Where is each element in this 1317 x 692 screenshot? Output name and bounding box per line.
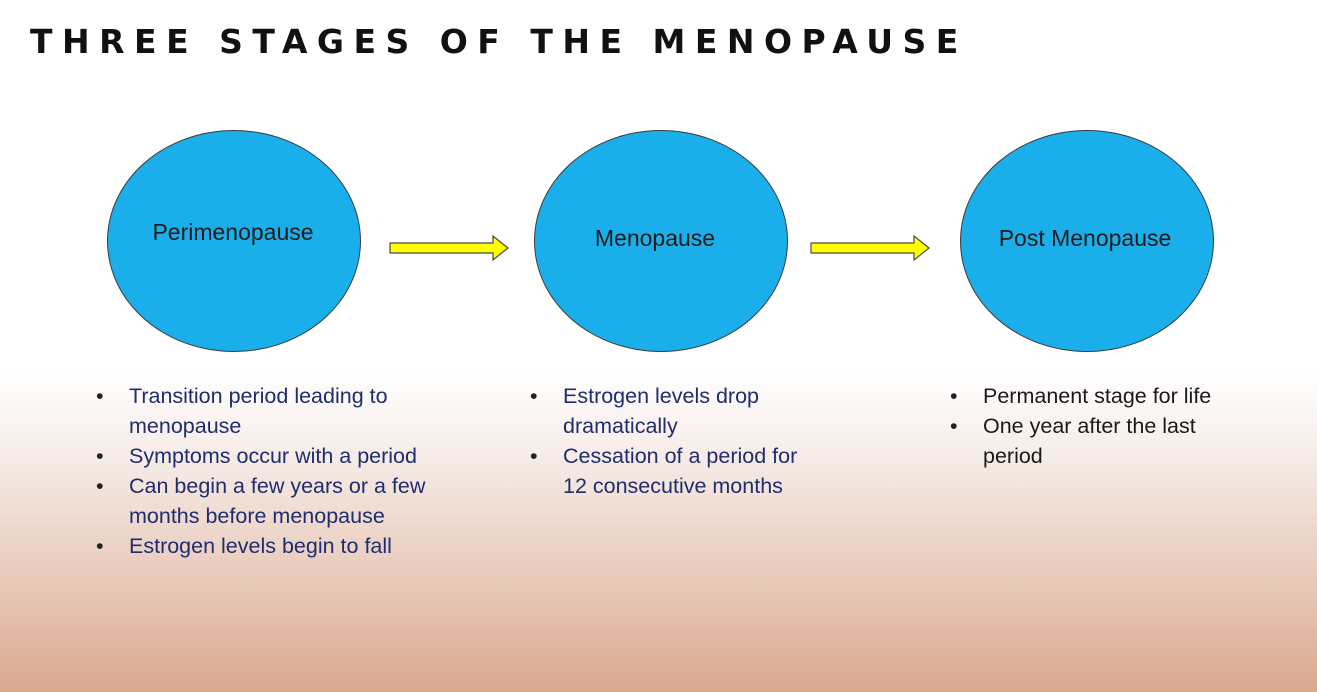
bullet-dot-icon: • — [950, 414, 958, 438]
stage-circle-menopause: Menopause — [534, 130, 788, 352]
bullet-dot-icon: • — [96, 444, 104, 468]
bullet-item: •Estrogen levels begin to fall — [96, 531, 426, 561]
bullet-dot-icon: • — [96, 534, 104, 558]
bullet-dot-icon: • — [530, 444, 538, 468]
bullet-dot-icon: • — [96, 384, 104, 408]
stage-label: Post Menopause — [998, 224, 1172, 251]
bullet-item: •Estrogen levels drop dramatically — [530, 381, 820, 441]
stage-circle-post-menopause: Post Menopause — [960, 130, 1214, 352]
bullet-item: •Can begin a few years or a few months b… — [96, 471, 426, 531]
bullet-item: •Cessation of a period for 12 consecutiv… — [530, 441, 820, 501]
stage-circle-perimenopause: Perimenopause — [107, 130, 361, 352]
bullet-item: •Permanent stage for life — [950, 381, 1250, 411]
stage-label: Perimenopause — [152, 218, 314, 245]
post-menopause-bullet-list: •Permanent stage for life •One year afte… — [950, 381, 1250, 471]
page-title: THREE STAGES OF THE MENOPAUSE — [30, 22, 968, 61]
bullet-dot-icon: • — [530, 384, 538, 408]
perimenopause-bullet-list: •Transition period leading to menopause … — [96, 381, 426, 561]
bullet-dot-icon: • — [96, 474, 104, 498]
stage-label: Menopause — [594, 224, 716, 251]
right-arrow-icon — [810, 234, 930, 262]
bullet-item: •One year after the last period — [950, 411, 1250, 471]
menopause-bullet-list: •Estrogen levels drop dramatically •Cess… — [530, 381, 820, 501]
right-arrow-icon — [389, 234, 509, 262]
bullet-dot-icon: • — [950, 384, 958, 408]
bullet-item: •Transition period leading to menopause — [96, 381, 426, 441]
bullet-item: •Symptoms occur with a period — [96, 441, 426, 471]
